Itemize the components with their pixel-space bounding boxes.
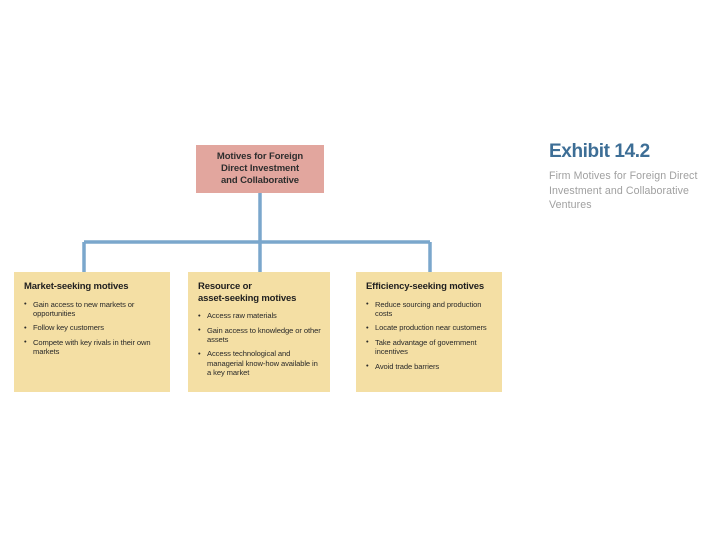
branch-3-list: Reduce sourcing and production costs Loc… <box>366 299 493 371</box>
root-title-line-3: and Collaborative <box>220 175 299 187</box>
root-node-title: Motives for Foreign Direct Investment an… <box>213 151 307 188</box>
list-item: Access raw materials <box>198 311 321 321</box>
list-item: Compete with key rivals in their own mar… <box>24 337 161 357</box>
branch-box-resource-asset-seeking: Resource or asset-seeking motives Access… <box>188 272 330 392</box>
branch-3-title-line-1: Efficiency-seeking motives <box>366 281 485 292</box>
exhibit-caption: Firm Motives for Foreign Direct Investme… <box>549 170 698 211</box>
root-title-line-2: Direct Investment <box>220 162 300 174</box>
exhibit-title: Exhibit 14.2 <box>549 141 650 162</box>
exhibit-caption-block: Exhibit 14.2 Firm Motives for Foreign Di… <box>549 141 714 213</box>
root-title-line-1: Motives for Foreign <box>216 150 304 162</box>
branch-title-market-seeking: Market-seeking motives <box>24 281 161 293</box>
list-item: Take advantage of government incentives <box>366 337 493 357</box>
branch-2-title-line-1: Resource or <box>198 281 252 292</box>
list-item: Reduce sourcing and production costs <box>366 299 493 319</box>
list-item: Follow key customers <box>24 323 161 333</box>
list-item: Access technological and managerial know… <box>198 349 321 377</box>
branch-1-title-line-1: Market-seeking motives <box>24 281 129 292</box>
branch-title-resource-asset-seeking: Resource or asset-seeking motives <box>198 281 321 304</box>
branch-2-title-line-2: asset-seeking motives <box>198 292 297 304</box>
branch-box-market-seeking: Market-seeking motives Gain access to ne… <box>14 272 170 392</box>
list-item: Gain access to new markets or opportunit… <box>24 299 161 319</box>
branch-title-efficiency-seeking: Efficiency-seeking motives <box>366 281 493 293</box>
branch-1-list: Gain access to new markets or opportunit… <box>24 299 161 357</box>
list-item: Gain access to knowledge or other assets <box>198 325 321 345</box>
list-item: Avoid trade barriers <box>366 361 493 371</box>
root-node-box: Motives for Foreign Direct Investment an… <box>196 145 324 193</box>
list-item: Locate production near customers <box>366 323 493 333</box>
branch-2-list: Access raw materials Gain access to know… <box>198 311 321 378</box>
branch-box-efficiency-seeking: Efficiency-seeking motives Reduce sourci… <box>356 272 502 392</box>
